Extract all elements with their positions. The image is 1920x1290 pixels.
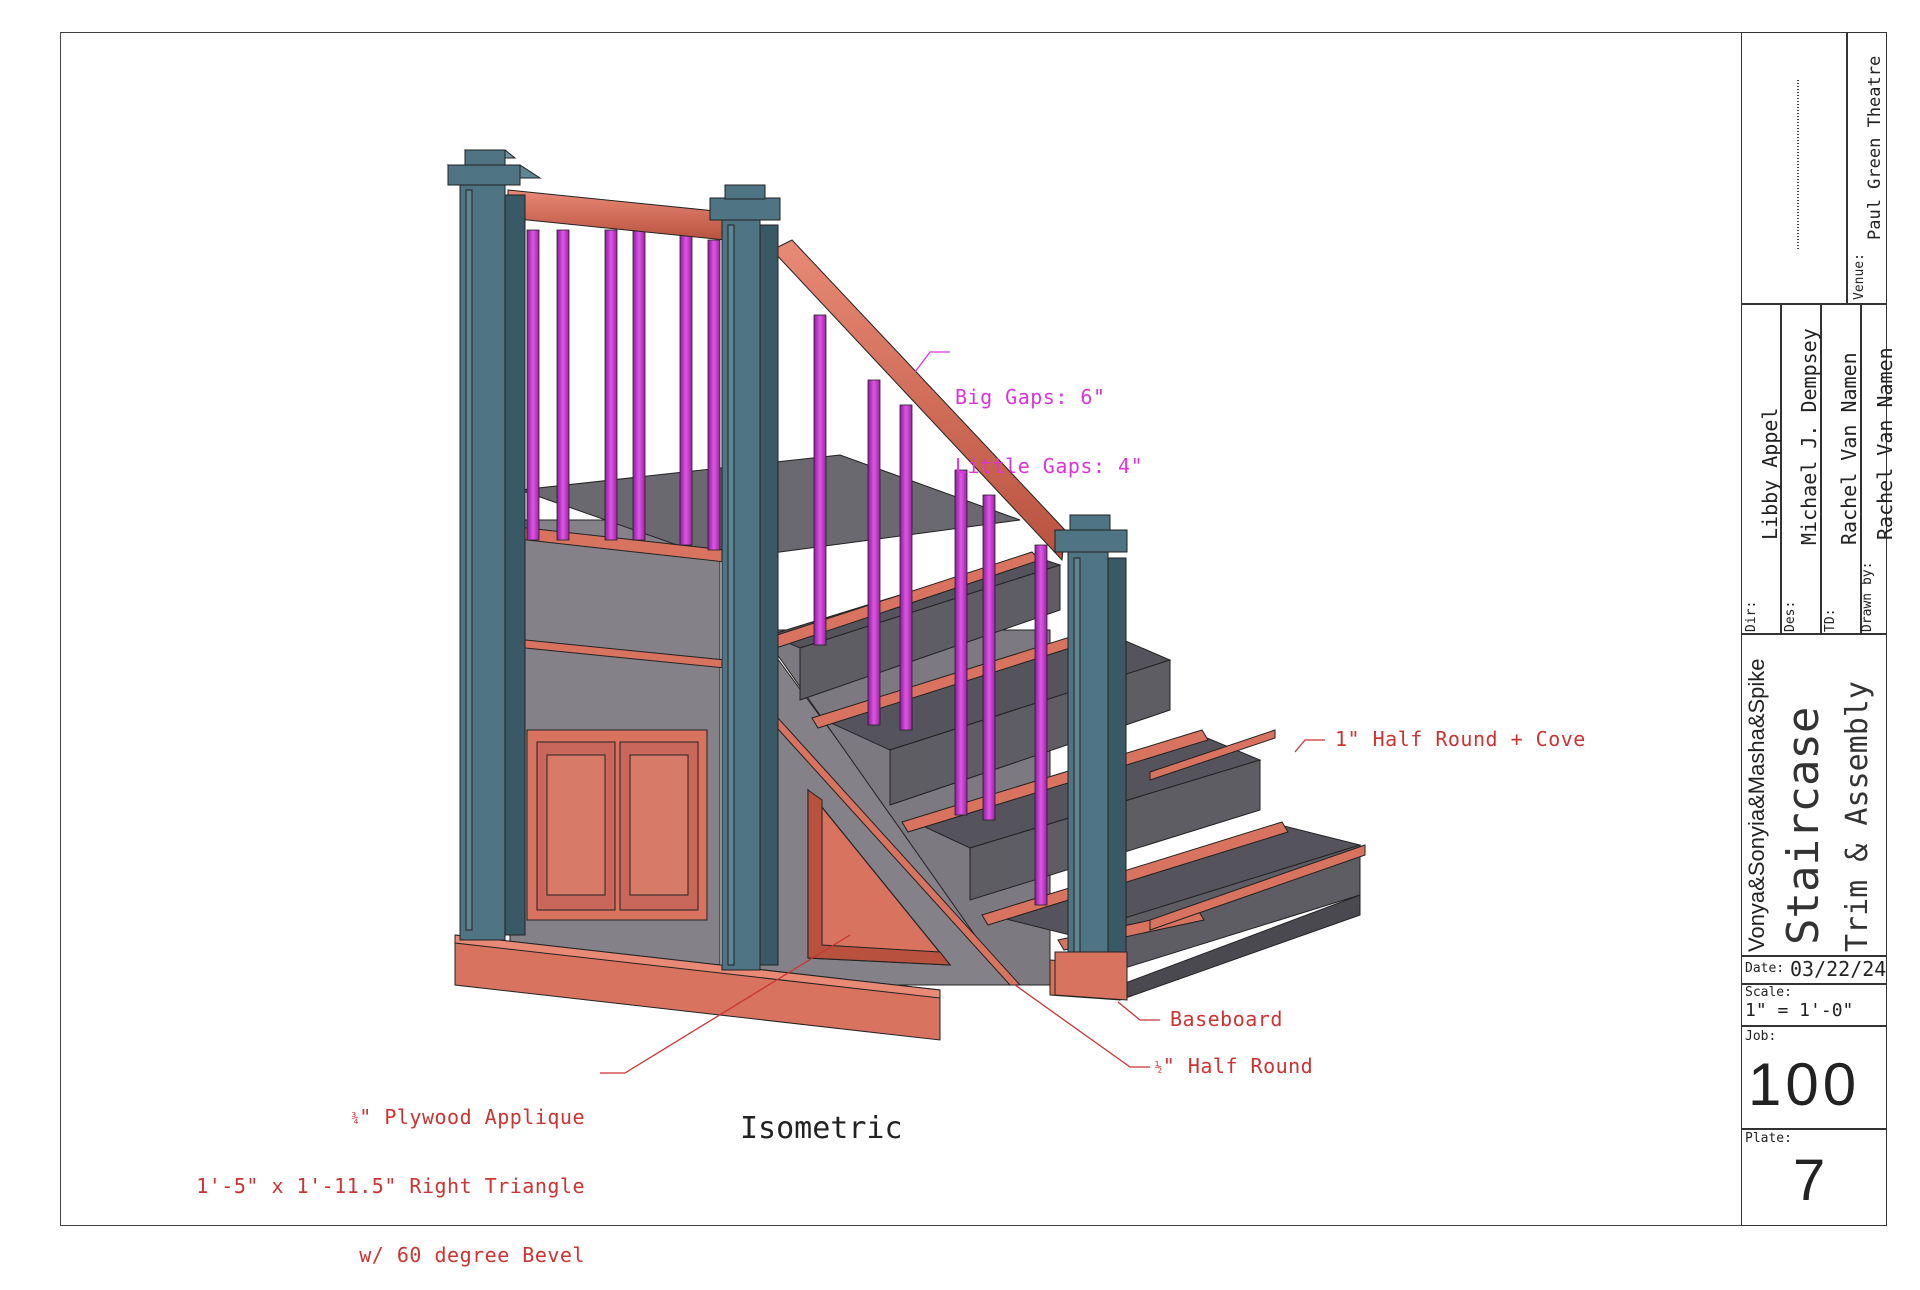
half-round-cove-callout: 1" Half Round + Cove: [1335, 727, 1586, 751]
plate-cell: [1741, 1129, 1887, 1226]
dir-cell: [1741, 304, 1781, 634]
gaps-callout-line1: Big Gaps: 6": [955, 385, 1106, 409]
scale-cell: [1741, 984, 1887, 1026]
des-label: Des:: [1783, 600, 1798, 632]
job-value: 100: [1748, 1051, 1861, 1118]
dir-value: Libby Appel: [1758, 407, 1782, 540]
venue-value: Paul Green Theatre: [1865, 55, 1885, 240]
show-title: Vonya&Sonyia&Masha&Spike: [1744, 658, 1769, 952]
dir-label: Dir:: [1744, 600, 1759, 632]
newel-post-left: [446, 149, 542, 941]
td-value: Rachel Van Namen: [1837, 352, 1861, 545]
newel-post-middle: [709, 184, 781, 971]
job-label: Job:: [1745, 1029, 1777, 1044]
drawn-label: Drawn by:: [1860, 561, 1875, 632]
staircase-isometric-drawing: [446, 149, 1366, 1074]
venue-cell: [1847, 32, 1887, 304]
des-value: Michael J. Dempsey: [1797, 328, 1821, 545]
scale-label: Scale:: [1745, 985, 1792, 1000]
gaps-callout: Big Gaps: 6" Little Gaps: 4": [955, 340, 1143, 501]
drawing-subtitle: Trim & Assembly: [1840, 681, 1875, 952]
plywood-line1: " Plywood Applique: [359, 1105, 585, 1129]
annotation-leaders: [600, 351, 1325, 1074]
plate-value: 7: [1793, 1148, 1826, 1213]
half-round-text: " Half Round: [1162, 1054, 1314, 1078]
view-label: Isometric: [740, 1111, 903, 1146]
stair-balusters: [813, 314, 1048, 906]
plywood-callout: ¾" Plywood Applique 1'-5" x 1'-11.5" Rig…: [165, 1060, 585, 1290]
title-cell: [1741, 634, 1887, 956]
logo-area: [1741, 32, 1847, 304]
half-round-fraction: ½: [1155, 1060, 1163, 1075]
plywood-line2: 1'-5" x 1'-11.5" Right Triangle: [196, 1174, 585, 1198]
des-cell: [1781, 304, 1821, 634]
job-cell: [1741, 1026, 1887, 1129]
plywood-fraction: ¾: [351, 1111, 360, 1126]
triangle-applique-bevel: [807, 789, 952, 966]
baseboard-callout: Baseboard: [1170, 1007, 1283, 1031]
td-label: TD:: [1823, 608, 1838, 632]
drawn-cell: [1861, 304, 1887, 634]
drawing-title: Staircase: [1778, 706, 1829, 945]
landing-balusters: [526, 229, 721, 551]
scale-value: 1" = 1'-0": [1745, 1000, 1854, 1021]
drawn-value: Rachel Van Namen: [1873, 347, 1897, 540]
plywood-line3: w/ 60 degree Bevel: [359, 1243, 585, 1267]
date-value: 03/22/24: [1790, 957, 1887, 981]
date-cell: [1741, 956, 1887, 984]
date-label: Date:: [1745, 961, 1785, 976]
logo-fineprint: [1797, 80, 1799, 250]
plate-label: Plate:: [1745, 1131, 1792, 1146]
td-cell: [1821, 304, 1861, 634]
newel-post-right: [1054, 514, 1128, 1001]
half-round-callout: ½" Half Round: [1155, 1055, 1313, 1078]
venue-label: Venue:: [1852, 253, 1867, 300]
cabinet-doors: [526, 729, 708, 921]
gaps-callout-line2: Little Gaps: 4": [955, 454, 1144, 478]
